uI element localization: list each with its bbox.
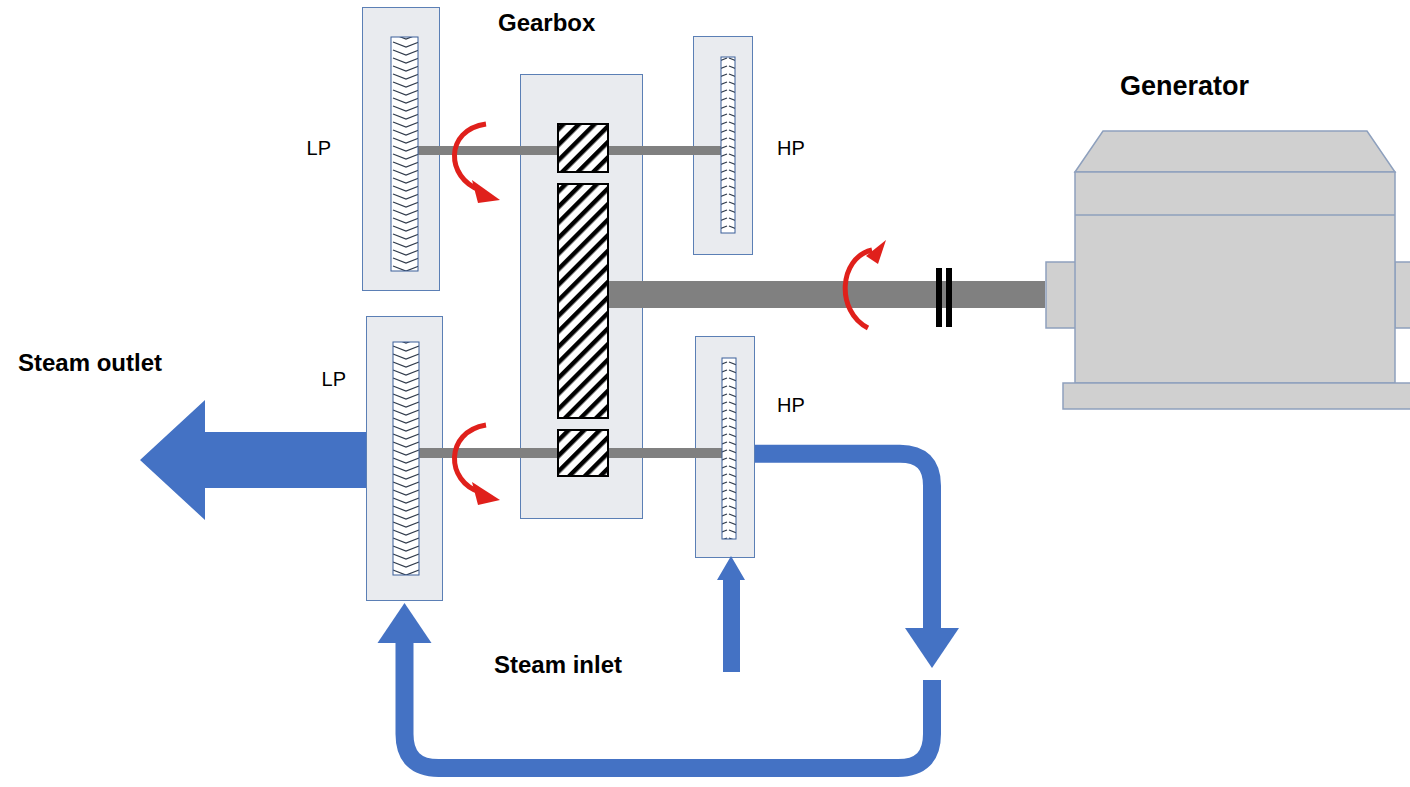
steam-inlet-arrow	[717, 556, 745, 672]
stage-label: HP	[777, 136, 805, 160]
steam-outlet-label: Steam outlet	[18, 349, 162, 378]
arrow-head	[905, 628, 959, 668]
rotation-arrow-head	[866, 240, 886, 264]
stage-label: LP	[307, 136, 331, 160]
blade-row	[391, 37, 418, 271]
bull-gear	[558, 184, 608, 418]
pipe-segment	[755, 454, 932, 632]
blade-row	[722, 358, 736, 539]
rotation-arrow	[845, 250, 872, 328]
coupling	[946, 268, 952, 327]
stage-label: HP	[777, 393, 805, 417]
coupling	[936, 268, 942, 327]
rotation-arrow-head	[472, 482, 500, 505]
rotation-arrow	[454, 124, 486, 190]
turbine-casing: HP	[693, 36, 753, 255]
blade-row	[721, 57, 735, 233]
steam-inlet-label: Steam inlet	[494, 651, 622, 680]
steam-pipe	[378, 454, 960, 768]
arrow-head	[378, 603, 432, 643]
rotation-arrow-head	[472, 180, 500, 203]
steam-outlet-arrow	[140, 400, 366, 520]
gearbox-casing: Gearbox	[520, 74, 643, 519]
pinion-gear	[558, 430, 608, 476]
stage-label: LP	[322, 367, 346, 391]
turbine-casing: HP	[695, 336, 755, 558]
shaft	[418, 146, 722, 155]
generator-title: Generator	[1120, 70, 1249, 102]
rotation-arrow	[454, 425, 486, 492]
pipe-segment	[405, 639, 933, 768]
turbine-casing: LP	[362, 7, 440, 291]
turbine-casing: LP	[366, 316, 443, 601]
pinion-gear	[558, 124, 608, 172]
shaft	[419, 448, 722, 458]
output-shaft	[608, 281, 1045, 308]
blade-row	[393, 342, 419, 575]
gearbox-title: Gearbox	[498, 9, 595, 38]
generator: Generator	[1045, 130, 1410, 410]
generator-outline	[1045, 130, 1410, 410]
